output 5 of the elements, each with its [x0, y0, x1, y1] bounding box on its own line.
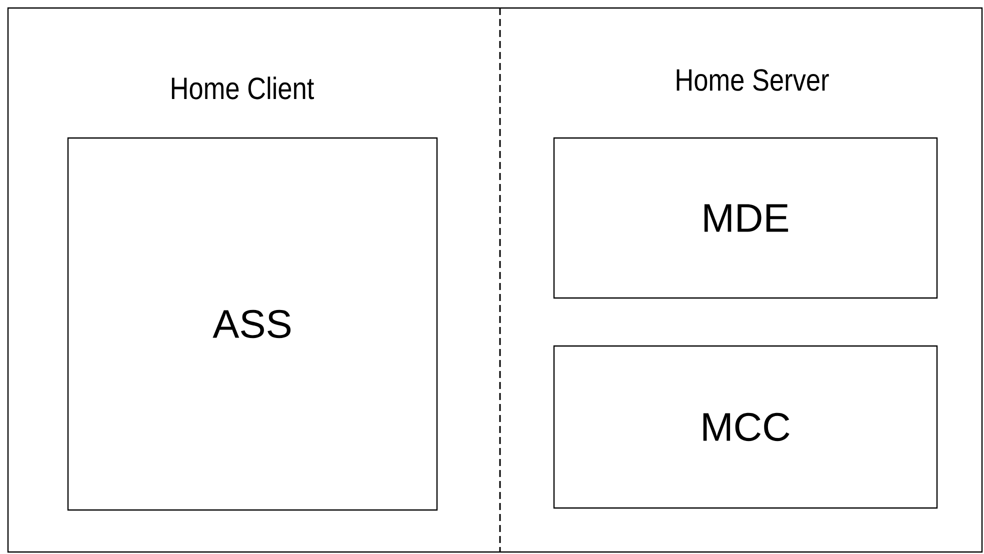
component-box: ASS: [67, 137, 438, 511]
component-box: MCC: [553, 345, 938, 509]
region-heading: Home Server: [676, 69, 829, 91]
region-heading: Home Client: [172, 76, 314, 100]
component-box: MDE: [553, 137, 938, 299]
